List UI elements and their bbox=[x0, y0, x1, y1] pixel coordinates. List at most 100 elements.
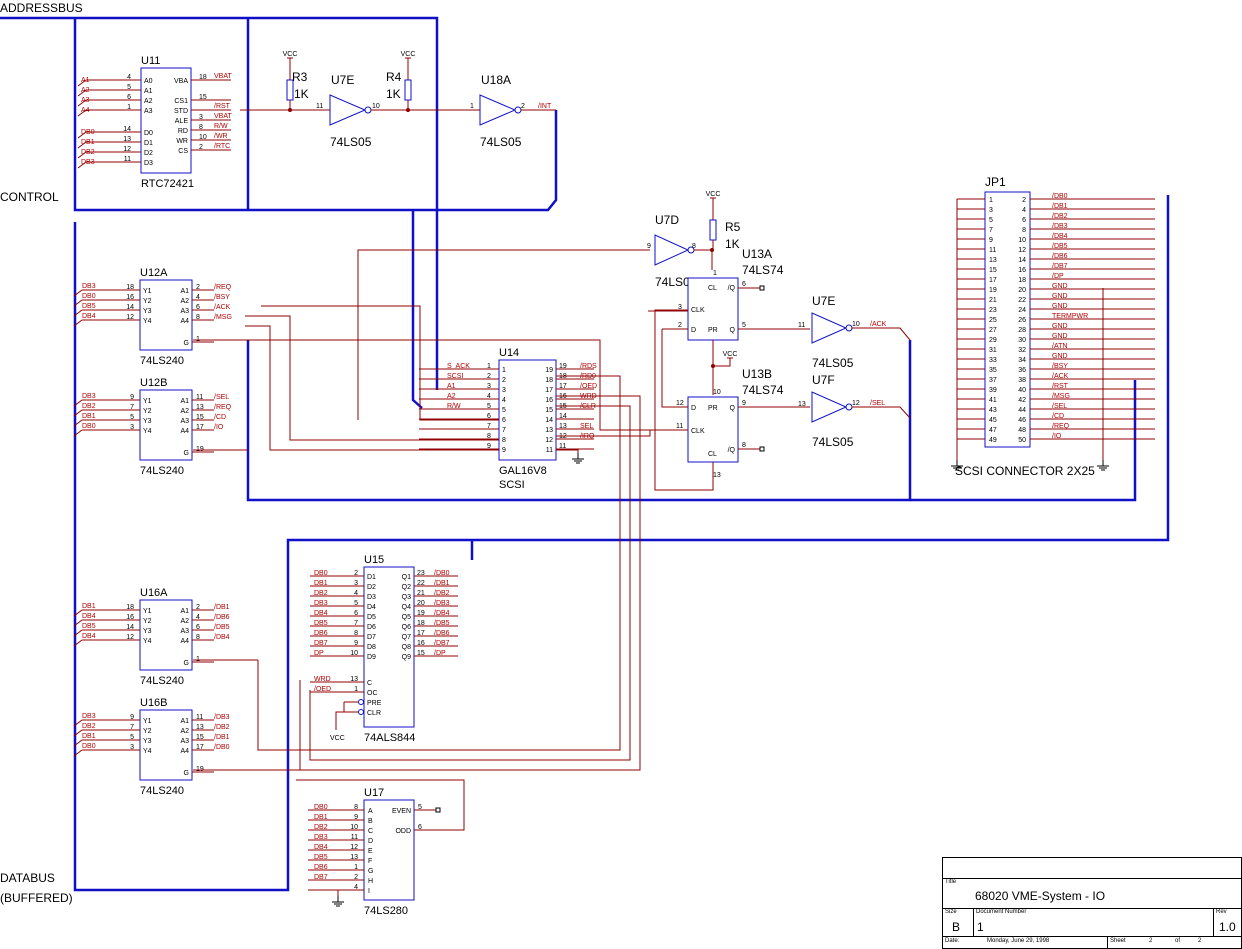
u12a-chip-ref: U12A bbox=[140, 267, 168, 279]
u12a-chip-input-signal: DB5 bbox=[82, 303, 96, 310]
u15-pin-number-right: 19 bbox=[417, 610, 425, 617]
u12b-chip-ref: U12B bbox=[140, 377, 168, 389]
u15-pin-number: 6 bbox=[354, 610, 358, 617]
of-value: 2 bbox=[1198, 938, 1202, 944]
u14-pin-label: 8 bbox=[502, 437, 506, 444]
u15-pin-number-right: 21 bbox=[417, 590, 425, 597]
u16a-chip-bus-entry bbox=[73, 619, 83, 627]
u15-output-signal: /DP bbox=[434, 650, 446, 657]
jp1-pin-number-right: 14 bbox=[1018, 257, 1026, 264]
sheet-value: 2 bbox=[1149, 938, 1153, 944]
u11-chip-body bbox=[140, 67, 192, 174]
title-text: 68020 VME-System - IO bbox=[975, 889, 1106, 903]
jp1-pin-number-right: 8 bbox=[1022, 227, 1026, 234]
jp1-pin-number-left: 39 bbox=[989, 387, 997, 394]
jp1-pin-number-left: 27 bbox=[989, 327, 997, 334]
u12a-chip-pin-label: Y3 bbox=[143, 308, 152, 315]
u16a-chip-part: 74LS240 bbox=[140, 675, 184, 687]
jp1-pin-number-left: 41 bbox=[989, 397, 997, 404]
u12b-chip-input-signal: DB3 bbox=[82, 393, 96, 400]
u14-pin-label: 2 bbox=[502, 377, 506, 384]
jp1-pin-number-right: 12 bbox=[1018, 247, 1026, 254]
u15-pin-label: D8 bbox=[367, 644, 376, 651]
u14-pin-label: 7 bbox=[502, 427, 506, 434]
u13b-pin-number: 8 bbox=[742, 442, 746, 449]
u15-pin-label: CLR bbox=[367, 710, 381, 717]
u12b-chip-bus-entry bbox=[73, 409, 83, 417]
size-value: B bbox=[952, 920, 961, 934]
u11-pin-label-right: RD bbox=[178, 128, 188, 135]
u13b-pin-number: 11 bbox=[676, 423, 683, 430]
u15-input-signal: DB5 bbox=[314, 620, 328, 627]
u16a-chip-pin-label-right: A3 bbox=[180, 628, 189, 635]
u11-pin-label: A0 bbox=[144, 78, 153, 85]
u7d-pin-in: 9 bbox=[647, 243, 651, 250]
jp1-signal-label: GND bbox=[1052, 293, 1068, 300]
u16b-chip-output-signal: /DB2 bbox=[214, 724, 230, 731]
u14-pin-number: 8 bbox=[487, 433, 491, 440]
u17-chip-body bbox=[363, 799, 415, 901]
u16b-chip-bus-entry bbox=[73, 739, 83, 747]
u16b-chip-pin-label-right: G bbox=[184, 770, 189, 777]
u14-chip-group bbox=[498, 359, 557, 461]
jp1-signal-label: /SEL bbox=[1052, 403, 1067, 410]
u16b-chip-input-signal: DB0 bbox=[82, 743, 96, 750]
u7d-ref: U7D bbox=[655, 213, 679, 227]
u17-pin-label: F bbox=[368, 858, 372, 865]
u13b-pin-pr: PR bbox=[708, 405, 718, 412]
jp1-signal-label: /REQ bbox=[1052, 423, 1070, 430]
jp1-signal-label: GND bbox=[1052, 283, 1068, 290]
u16a-chip-output-signal: /DB6 bbox=[214, 614, 230, 621]
jp1-pin-number-right: 16 bbox=[1018, 267, 1026, 274]
jp1-pin-number-left: 1 bbox=[989, 197, 993, 204]
u15-pin-label-right: Q5 bbox=[402, 614, 411, 621]
u13b-pin-number: 12 bbox=[676, 400, 684, 407]
r5-value: 1K bbox=[725, 237, 740, 251]
u16b-chip-body bbox=[139, 709, 193, 781]
jp1-signal-label: GND bbox=[1052, 323, 1068, 330]
u12a-chip-input-signal: DB0 bbox=[82, 293, 96, 300]
databus-label: DATABUS bbox=[0, 871, 55, 885]
u7e-inverter-bubble bbox=[364, 106, 372, 114]
u17-pin-number: 8 bbox=[354, 804, 358, 811]
u17-input-signal: DB1 bbox=[314, 814, 328, 821]
jp1-signal-label: /DB1 bbox=[1052, 203, 1068, 210]
jp1-pin-number-right: 48 bbox=[1018, 427, 1026, 434]
u7f-part: 74LS05 bbox=[812, 435, 854, 449]
rev-value: 1.0 bbox=[1219, 920, 1236, 934]
u11-bus-entry bbox=[77, 141, 87, 149]
jp1-signal-label: /MSG bbox=[1052, 393, 1070, 400]
u16b-chip-output-signal: /DB1 bbox=[214, 734, 230, 741]
u15-pin-number: 8 bbox=[354, 630, 358, 637]
u7f-buffer-triangle bbox=[811, 391, 848, 423]
u13a-pin-number: 2 bbox=[678, 322, 682, 329]
u16b-chip-pin-number-right: 17 bbox=[196, 744, 204, 751]
r5-ref: R5 bbox=[725, 220, 741, 234]
u12b-chip-pin-number-right: 13 bbox=[196, 404, 204, 411]
u17-odd-wire bbox=[296, 779, 465, 831]
junction-dot bbox=[711, 364, 715, 368]
u16a-chip-pin-number-right: 8 bbox=[196, 634, 200, 641]
vcc-label: VCC bbox=[706, 191, 721, 198]
u7f-output-signal: /SEL bbox=[870, 400, 885, 407]
u15-input-signal: DB4 bbox=[314, 610, 328, 617]
u12b-chip-group bbox=[139, 389, 193, 461]
u7e-part: 74LS05 bbox=[330, 135, 372, 149]
u15-pin-number-right: 16 bbox=[417, 640, 425, 647]
u17-pin-number: 9 bbox=[354, 814, 358, 821]
u13a-pin-number: 1 bbox=[713, 270, 717, 277]
u17-pin-number: 11 bbox=[351, 834, 358, 841]
jp1-pin-number-left: 7 bbox=[989, 227, 993, 234]
u7f-ref: U7F bbox=[812, 373, 835, 387]
u16a-chip-pin-label: Y3 bbox=[143, 628, 152, 635]
jp1-pin-number-right: 20 bbox=[1018, 287, 1026, 294]
jp1-pin-number-right: 26 bbox=[1018, 317, 1026, 324]
u15-pin-number: 5 bbox=[354, 600, 358, 607]
u7e-buffer-triangle bbox=[329, 94, 367, 126]
jp1-pin-number-right: 46 bbox=[1018, 417, 1026, 424]
u11-output-signal: /WR bbox=[214, 133, 228, 140]
u14-pin-label: 4 bbox=[502, 397, 506, 404]
u16a-chip-input-signal: DB1 bbox=[82, 603, 96, 610]
u14-pin-number: 2 bbox=[487, 373, 491, 380]
u11-input-signal: DB1 bbox=[81, 139, 95, 146]
